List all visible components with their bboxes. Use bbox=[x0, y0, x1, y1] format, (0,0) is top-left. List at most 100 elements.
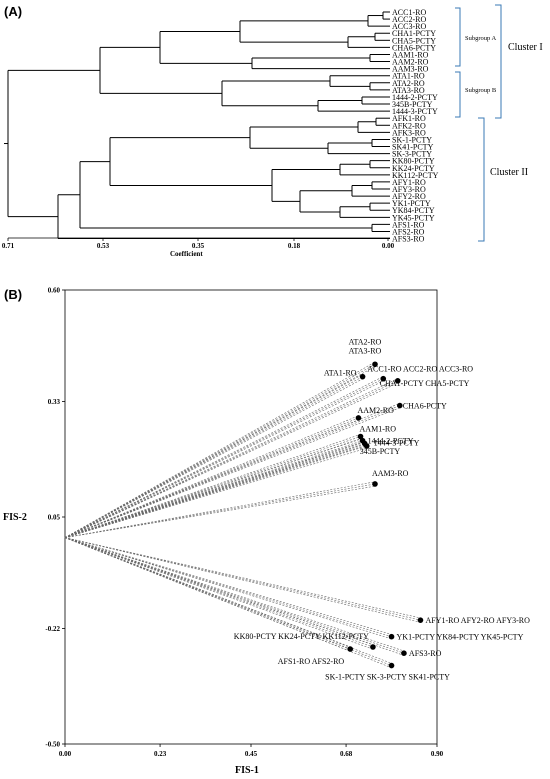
origin-ray bbox=[64, 441, 365, 538]
y-tick-label: 0.05 bbox=[48, 514, 61, 522]
dendrogram-leaf: 345B-PCTY bbox=[392, 100, 433, 109]
dendrogram-leaf: AAM1-RO bbox=[392, 50, 429, 59]
data-point bbox=[372, 361, 378, 368]
cluster-2-label: Cluster II bbox=[490, 167, 528, 178]
y-tick-label: -0.50 bbox=[45, 741, 60, 749]
origin-ray bbox=[64, 434, 361, 538]
dendrogram-leaf: CHA6-PCTY bbox=[392, 43, 436, 52]
data-point bbox=[363, 443, 370, 449]
point-label: ATA3-RO bbox=[349, 346, 382, 355]
dendrogram-leaf: 1444-2-PCTY bbox=[392, 93, 438, 102]
dendrogram-leaf: AFS1-RO bbox=[392, 220, 425, 229]
data-point bbox=[357, 433, 364, 440]
data-point bbox=[370, 644, 376, 650]
dendrogram-leaf: SK-3-PCTY bbox=[392, 150, 432, 159]
subgroup-a-label: Subgroup A bbox=[465, 35, 497, 42]
origin-ray bbox=[64, 537, 405, 652]
dendrogram-axis-tick-label: 0.35 bbox=[192, 242, 205, 250]
origin-ray bbox=[64, 447, 367, 538]
data-point bbox=[355, 415, 362, 421]
point-label: 1444-2-PCTY bbox=[368, 437, 414, 446]
origin-ray bbox=[64, 537, 421, 621]
x-tick-label: 0.45 bbox=[245, 750, 258, 758]
origin-ray bbox=[64, 537, 405, 654]
data-point bbox=[372, 481, 378, 487]
origin-ray bbox=[64, 537, 421, 623]
point-label: KK80-PCTY KK24-PCTY KK112-PCTY bbox=[234, 632, 369, 641]
dendrogram-leaf: SK-1-PCTY bbox=[392, 135, 432, 144]
dendrogram-leaf: 1444-3-PCTY bbox=[392, 107, 438, 116]
dendrogram-leaf: AFK1-RO bbox=[392, 114, 426, 123]
point-label: CHA6-PCTY bbox=[403, 402, 447, 411]
origin-ray bbox=[64, 380, 384, 538]
origin-ray bbox=[64, 364, 376, 538]
data-point bbox=[347, 646, 354, 652]
point-label: 1444-3-PCTY bbox=[374, 439, 420, 448]
y-tick-label: -0.22 bbox=[45, 625, 60, 633]
dendrogram-leaf: YK45-PCTY bbox=[392, 213, 435, 222]
point-label: SK-1-PCTY SK-3-PCTY SK41-PCTY bbox=[325, 673, 450, 682]
dendrogram-leaf: AFS2-RO bbox=[392, 227, 425, 236]
point-label: 345B-PCTY bbox=[360, 447, 401, 456]
origin-ray bbox=[64, 537, 392, 637]
dendrogram-leaf: AFY1-RO bbox=[392, 178, 426, 187]
dendrogram-axis-tick-label: 0.71 bbox=[2, 242, 15, 250]
point-label: AAM2-RO bbox=[357, 406, 394, 415]
subgroup-b-bracket bbox=[455, 71, 461, 118]
dendrogram-leaf: YK1-PCTY bbox=[392, 199, 431, 208]
dendrogram-leaf: AAM3-RO bbox=[392, 65, 429, 74]
origin-ray bbox=[64, 436, 361, 538]
origin-ray bbox=[64, 537, 392, 669]
y-axis-title: FIS-2 bbox=[3, 512, 27, 523]
data-point bbox=[359, 373, 366, 380]
dendrogram-leaf: ATA1-RO bbox=[392, 72, 425, 81]
data-point bbox=[388, 633, 395, 640]
dendrogram-leaf: KK80-PCTY bbox=[392, 157, 435, 166]
point-label: AFY1-RO AFY2-RO AFY3-RO bbox=[425, 616, 530, 625]
dendrogram-axis-tick-label: 0.18 bbox=[288, 242, 301, 250]
origin-ray bbox=[64, 537, 392, 666]
data-point bbox=[401, 650, 407, 656]
data-point bbox=[388, 662, 395, 669]
dendrogram-leaf: AFY2-RO bbox=[392, 192, 426, 201]
dendrogram-leaf: AFY3-RO bbox=[392, 185, 426, 194]
point-label: ATA1-RO bbox=[324, 369, 357, 378]
origin-ray bbox=[64, 537, 374, 648]
origin-ray bbox=[64, 374, 363, 538]
dendrogram-leaf: AFK3-RO bbox=[392, 128, 426, 137]
data-point bbox=[397, 402, 403, 409]
dendrogram-leaf: SK41-PCTY bbox=[392, 143, 434, 152]
origin-ray bbox=[64, 405, 400, 538]
origin-ray bbox=[64, 380, 398, 538]
origin-ray bbox=[64, 440, 363, 538]
origin-ray bbox=[64, 537, 392, 664]
point-label: AFS1-RO AFS2-RO bbox=[278, 657, 345, 666]
origin-ray bbox=[64, 419, 359, 538]
subgroup-a-bracket bbox=[455, 7, 461, 67]
origin-ray bbox=[64, 378, 398, 538]
dendrogram-axis-label: Coefficient bbox=[170, 250, 203, 258]
y-tick-label: 0.60 bbox=[48, 287, 61, 295]
origin-ray bbox=[64, 537, 405, 656]
origin-ray bbox=[64, 415, 359, 538]
dendrogram-leaf: CHA1-PCTY bbox=[392, 29, 436, 38]
data-point bbox=[417, 617, 424, 623]
dendrogram-leaf: KK112-PCTY bbox=[392, 171, 439, 180]
origin-ray bbox=[64, 537, 392, 635]
point-label: ATA2-RO bbox=[349, 337, 382, 346]
dendrogram-leaf: AFS3-RO bbox=[392, 235, 425, 244]
origin-ray bbox=[64, 443, 367, 538]
origin-ray bbox=[64, 445, 367, 538]
dendrogram-axis-tick-label: 0.53 bbox=[97, 242, 110, 250]
data-point bbox=[380, 375, 387, 382]
point-label: AAM3-RO bbox=[372, 469, 409, 478]
origin-ray bbox=[64, 376, 363, 538]
dendrogram-leaf: ATA2-RO bbox=[392, 79, 425, 88]
data-point bbox=[394, 378, 401, 384]
origin-ray bbox=[64, 378, 363, 538]
dendrogram-leaf: ACC3-RO bbox=[392, 22, 426, 31]
cluster-2-bracket bbox=[478, 117, 485, 242]
origin-ray bbox=[64, 483, 376, 538]
point-label: CHA1-PCTY CHA5-PCTY bbox=[380, 379, 470, 388]
